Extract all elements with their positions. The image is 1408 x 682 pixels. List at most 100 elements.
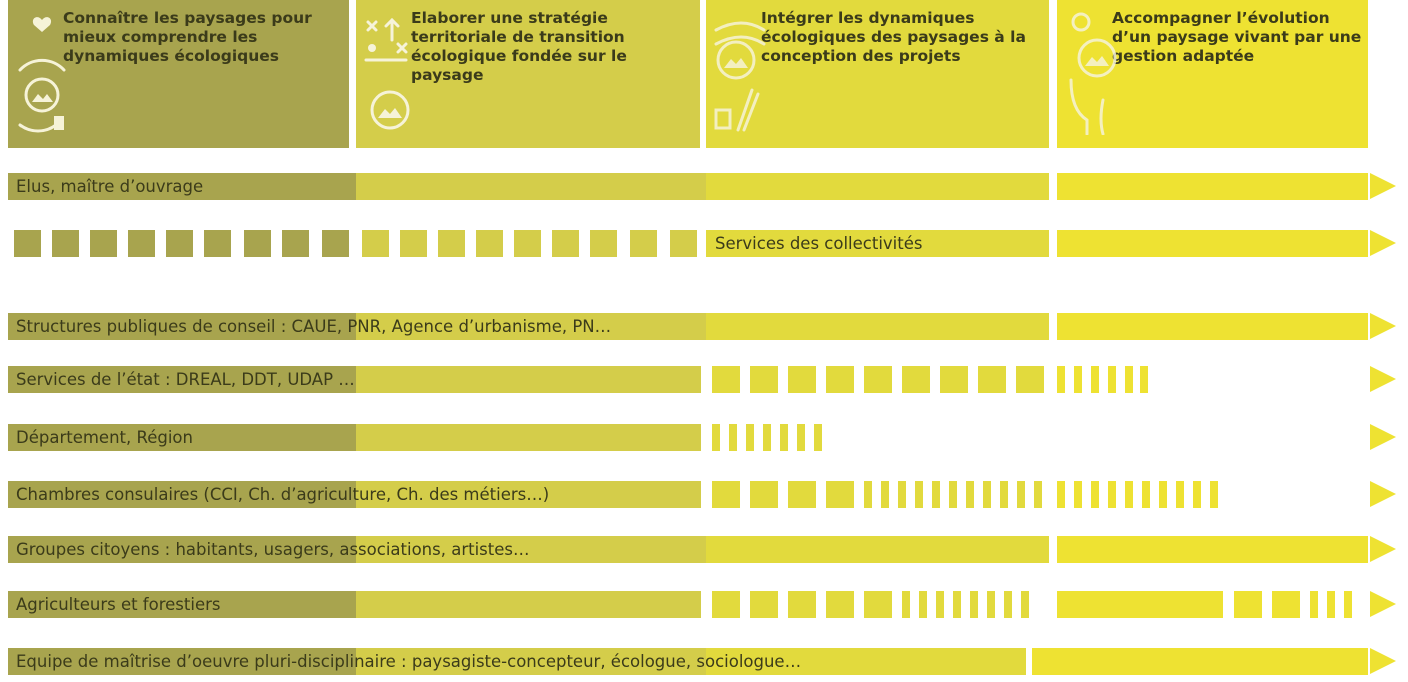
actor-row-structures-conseil: Structures publiques de conseil : CAUE, … — [0, 313, 1408, 340]
timeline-bar-segment — [1057, 366, 1065, 393]
timeline-bar-segment — [1234, 591, 1262, 618]
timeline-bar-segment — [788, 366, 816, 393]
timeline-bar-segment — [706, 648, 1026, 675]
actor-row-agriculteurs: Agriculteurs et forestiers — [0, 591, 1408, 618]
timeline-bar-segment — [1000, 481, 1008, 508]
phase-title-strategy: Elaborer une stratégie territoriale de t… — [411, 9, 627, 84]
timeline-bar-segment — [826, 481, 854, 508]
timeline-bar-segment — [1017, 481, 1025, 508]
design-icon — [714, 21, 766, 132]
timeline-bar-segment — [400, 230, 427, 257]
timeline-bar-segment — [1210, 481, 1218, 508]
landscape-knowledge-icon — [18, 17, 66, 133]
timeline-bar-segment — [763, 424, 771, 451]
timeline-bar-segment — [864, 366, 892, 393]
timeline-bar-segment — [712, 481, 740, 508]
phase-header-management: Accompagner l’évolution d’un paysage viv… — [1057, 0, 1368, 148]
timeline-bar-segment — [244, 230, 271, 257]
actor-label-services-etat: Services de l’état : DREAL, DDT, UDAP … — [16, 370, 355, 389]
timeline-bar-segment — [706, 536, 1049, 563]
timeline-bar-segment — [949, 481, 957, 508]
timeline-bar-segment — [356, 313, 706, 340]
timeline-arrow-icon — [1370, 230, 1396, 256]
timeline-bar-segment — [552, 230, 579, 257]
timeline-arrow-icon — [1370, 481, 1396, 507]
timeline-bar-segment — [1016, 366, 1044, 393]
timeline-bar-segment — [1057, 230, 1368, 257]
timeline-bar-segment — [712, 424, 720, 451]
timeline-bar-segment — [90, 230, 117, 257]
timeline-bar-segment — [204, 230, 231, 257]
timeline-bar-segment — [788, 591, 816, 618]
timeline-bar-segment — [712, 591, 740, 618]
actor-row-services-etat: Services de l’état : DREAL, DDT, UDAP … — [0, 366, 1408, 393]
timeline-bar-segment — [590, 230, 617, 257]
phase-title-know: Connaître les paysages pour mieux compre… — [63, 9, 312, 65]
timeline-bar-segment — [1108, 366, 1116, 393]
timeline-arrow-icon — [1370, 313, 1396, 339]
timeline-bar-segment — [936, 591, 944, 618]
actor-row-maitrise-oeuvre: Equipe de maîtrise d’oeuvre pluri-discip… — [0, 648, 1408, 675]
phase-header-know: Connaître les paysages pour mieux compre… — [8, 0, 349, 148]
timeline-bar-segment — [919, 591, 927, 618]
timeline-bar-segment — [322, 230, 349, 257]
timeline-bar-segment — [978, 366, 1006, 393]
timeline-arrow-icon — [1370, 648, 1396, 674]
timeline-bar-segment — [706, 313, 1049, 340]
actor-label-departement-region: Département, Région — [16, 428, 193, 447]
timeline-bar-segment — [1142, 481, 1150, 508]
timeline-bar-segment — [1108, 481, 1116, 508]
timeline-bar-segment — [1004, 591, 1012, 618]
timeline-bar-segment — [987, 591, 995, 618]
timeline-bar-segment — [780, 424, 788, 451]
strategy-icon — [364, 17, 410, 130]
actor-row-groupes-citoyens: Groupes citoyens : habitants, usagers, a… — [0, 536, 1408, 563]
timeline-bar-segment — [356, 424, 701, 451]
timeline-bar-segment — [826, 366, 854, 393]
timeline-bar-segment — [356, 648, 706, 675]
timeline-bar-segment — [746, 424, 754, 451]
timeline-bar-segment — [932, 481, 940, 508]
timeline-bar-segment — [1140, 366, 1148, 393]
timeline-bar-segment — [356, 536, 706, 563]
timeline-bar-segment — [898, 481, 906, 508]
timeline-bar-segment — [8, 173, 356, 200]
actor-label-services-collectivites: Services des collectivités — [715, 234, 923, 253]
timeline-bar-segment — [1032, 648, 1368, 675]
timeline-bar-segment — [826, 591, 854, 618]
timeline-bar-segment — [1327, 591, 1335, 618]
timeline-bar-segment — [1159, 481, 1167, 508]
timeline-bar-segment — [52, 230, 79, 257]
timeline-bar-segment — [788, 481, 816, 508]
timeline-bar-segment — [1034, 481, 1042, 508]
timeline-bar-segment — [1057, 591, 1223, 618]
timeline-bar-segment — [8, 536, 356, 563]
timeline-bar-segment — [902, 366, 930, 393]
actor-row-chambres-consulaires: Chambres consulaires (CCI, Ch. d’agricul… — [0, 481, 1408, 508]
actor-label-structures-conseil: Structures publiques de conseil : CAUE, … — [16, 317, 612, 336]
timeline-bar-segment — [1074, 481, 1082, 508]
management-icon — [1069, 12, 1117, 135]
phase-title-design: Intégrer les dynamiques écologiques des … — [761, 9, 1026, 65]
timeline-arrow-icon — [1370, 591, 1396, 617]
actor-label-maitrise-oeuvre: Equipe de maîtrise d’oeuvre pluri-discip… — [16, 652, 802, 671]
timeline-bar-segment — [1125, 366, 1133, 393]
timeline-bar-segment — [864, 481, 872, 508]
timeline-bar-segment — [282, 230, 309, 257]
timeline-bar-segment — [362, 230, 389, 257]
timeline-bar-segment — [1091, 481, 1099, 508]
timeline-bar-segment — [1272, 591, 1300, 618]
timeline-bar-segment — [953, 591, 961, 618]
timeline-bar-segment — [915, 481, 923, 508]
timeline-bar-segment — [1021, 591, 1029, 618]
timeline-bar-segment — [1193, 481, 1201, 508]
timeline-bar-segment — [983, 481, 991, 508]
timeline-bar-segment — [712, 366, 740, 393]
timeline-bar-segment — [356, 173, 706, 200]
timeline-bar-segment — [166, 230, 193, 257]
timeline-bar-segment — [356, 591, 701, 618]
timeline-arrow-icon — [1370, 424, 1396, 450]
timeline-bar-segment — [1176, 481, 1184, 508]
timeline-bar-segment — [128, 230, 155, 257]
timeline-arrow-icon — [1370, 173, 1396, 199]
